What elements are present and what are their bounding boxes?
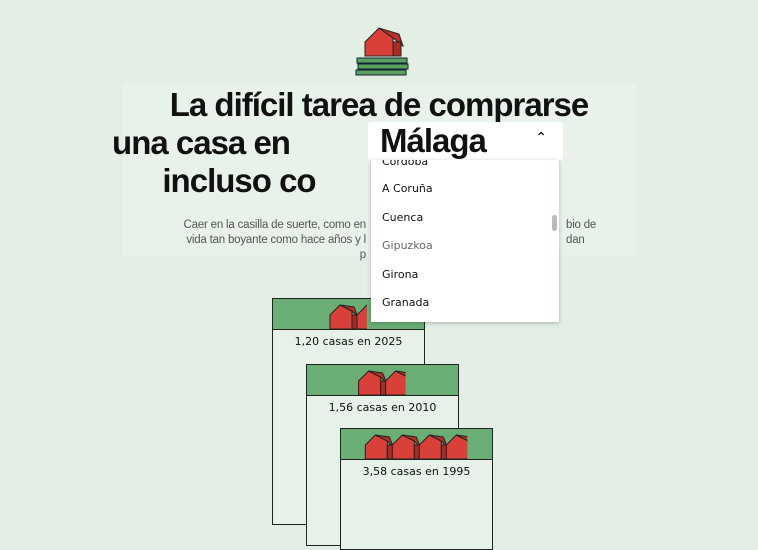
house-icon xyxy=(445,434,468,460)
card-label: 3,58 casas en 1995 xyxy=(362,465,471,478)
house-on-money-icon xyxy=(355,27,409,76)
option-girona[interactable]: Girona xyxy=(382,268,419,281)
chevron-up-icon: ⌃ xyxy=(535,130,547,146)
house-icon xyxy=(356,304,367,330)
house-icon xyxy=(391,434,420,460)
province-dropdown-list[interactable]: Córdoba A Coruña Cuenca Gipuzkoa Girona … xyxy=(371,160,559,322)
card-label: 1,56 casas en 2010 xyxy=(328,401,437,414)
province-select-value: Málaga xyxy=(380,122,487,159)
house-icon xyxy=(329,304,358,330)
province-select[interactable]: Málaga ⌃ xyxy=(368,122,563,160)
option-gipuzkoa[interactable]: Gipuzkoa xyxy=(382,239,433,252)
page-title-line2: una casa en xyxy=(112,124,291,161)
option-a-coruna[interactable]: A Coruña xyxy=(382,182,433,195)
intro-text: Caer en la casilla de suerte, como en xyxy=(183,219,367,231)
page-title-line1: La difícil tarea de comprarse xyxy=(169,86,590,123)
scrollbar-thumb[interactable] xyxy=(552,215,557,231)
intro-text: dan xyxy=(566,234,585,246)
house-icon xyxy=(357,370,387,396)
intro-text: bio de xyxy=(566,219,597,231)
intro-text: p xyxy=(359,249,366,261)
page-title-line3: incluso co xyxy=(162,162,316,199)
option-granada[interactable]: Granada xyxy=(382,296,430,309)
house-icon xyxy=(418,434,447,460)
option-cordoba[interactable]: Córdoba xyxy=(382,160,429,168)
house-icon xyxy=(364,434,393,460)
house-icon xyxy=(384,370,406,396)
card-label: 1,20 casas en 2025 xyxy=(294,335,403,348)
intro-text: vida tan boyante como hace años y l xyxy=(186,234,366,246)
card-1995: 3,58 casas en 1995 xyxy=(340,428,493,550)
option-cuenca[interactable]: Cuenca xyxy=(382,211,424,224)
